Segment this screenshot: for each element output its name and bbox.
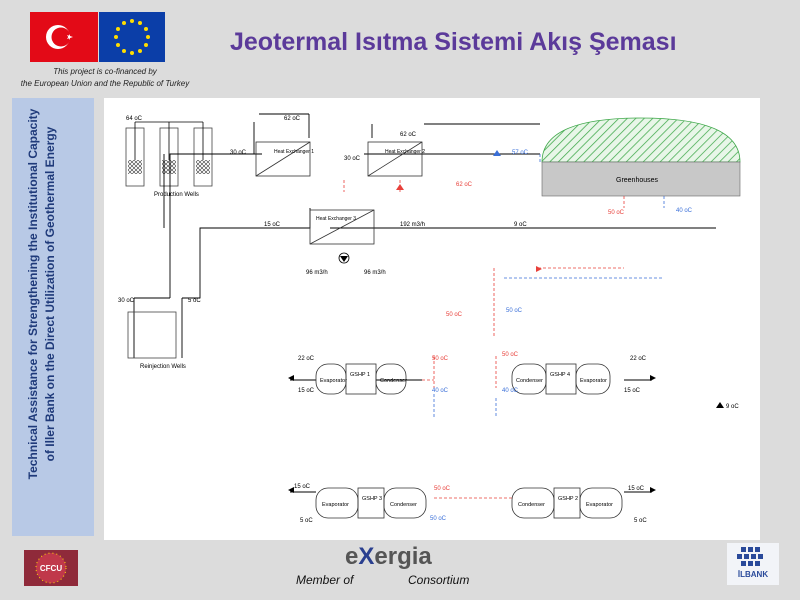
label-57c: 57 oC [512,150,529,156]
reinjection-wells [127,311,177,359]
gshp-1 [315,363,407,395]
label-9c-right: 9 oC [726,404,739,410]
consortium-label: Consortium [408,573,470,587]
ilbank-logo: İLBANK [727,543,779,585]
flow-arrows [288,150,724,493]
label-50c-red: 50 oC [608,210,625,216]
label-hx2: Heat Exchanger 2 [385,149,425,155]
label-evaporator-4: Evaporator [580,378,607,384]
label-evaporator-2: Evaporator [586,502,613,508]
label-hx3: Heat Exchanger 3 [316,216,356,222]
eu-flag-icon [99,12,165,62]
label-flow-96b: 96 m3/h [364,270,386,276]
label-50c-g3b: 50 oC [430,516,447,522]
cofinance-line-1: This project is co-financed by [53,67,157,76]
label-62c-top: 62 oC [284,116,301,122]
exergia-logo: eXergia [345,543,432,571]
label-condenser-2: Condenser [518,502,545,508]
label-50c-red2: 50 oC [446,312,463,318]
page-title: Jeotermal Isıtma Sistemi Akış Şeması [230,28,677,56]
label-5c-bl: 5 oC [300,518,313,524]
label-15c-right: 15 oC [624,388,641,394]
label-15c-left: 15 oC [298,388,315,394]
production-wells [125,121,213,187]
label-gshp1: GSHP 1 [350,372,370,378]
label-9c: 9 oC [514,222,527,228]
heat-exchanger-3 [309,209,375,245]
label-22c-left: 22 oC [298,356,315,362]
label-50c-g3: 50 oC [434,486,451,492]
gshp-3 [315,487,427,519]
flow-diagram: 64 oC Production Wells [104,98,760,540]
pump-icon [338,252,350,264]
brand-rest: ergia [374,543,432,570]
label-30c-mid: 30 oC [344,156,361,162]
label-evaporator-1: Evaporator [320,378,347,384]
cofinance-line-2: the European Union and the Republic of T… [20,79,190,88]
sidebar-text: Technical Assistance for Strengthening t… [25,84,59,504]
heat-exchanger-2 [367,141,423,177]
brand-e: e [345,543,359,570]
cfcu-logo: CFCU [24,550,78,586]
label-15c-bl: 15 oC [294,484,311,490]
label-62c-mid: 62 oC [400,132,417,138]
label-30c-rw: 30 oC [118,298,135,304]
cold-circuit [433,154,665,418]
label-condenser-1: Condenser [380,378,407,384]
label-5c-br: 5 oC [634,518,647,524]
label-production-wells: Production Wells [154,192,199,198]
label-40c: 40 oC [676,208,693,214]
heat-exchanger-1 [255,141,311,177]
label-gshp4: GSHP 4 [550,372,570,378]
label-gshp3: GSHP 3 [362,496,382,502]
label-5c-rw: 5 oC [188,298,201,304]
label-22c-right: 22 oC [630,356,647,362]
label-condenser-4: Condenser [516,378,543,384]
label-condenser-3: Condenser [390,502,417,508]
gshp-2 [511,487,623,519]
gshp-4 [511,363,611,395]
label-15c: 15 oC [264,222,281,228]
label-15c-br: 15 oC [628,486,645,492]
sidebar-line-2: of Iller Bank on the Direct Utilization … [43,126,57,462]
cfcu-text: CFCU [40,564,62,573]
label-reinjection-wells: Reinjection Wells [140,364,186,370]
label-greenhouses: Greenhouses [616,177,659,184]
sidebar-panel [12,98,94,536]
label-flow-192: 192 m3/h [400,222,425,228]
cofinance-note: This project is co-financed by the Europ… [10,66,200,90]
label-40c-g1: 40 oC [432,388,449,394]
greenhouse [541,117,741,197]
label-50c-g1: 50 oC [432,356,449,362]
label-64c: 64 oC [126,116,143,122]
label-flow-96a: 96 m3/h [306,270,328,276]
label-40c-g2: 40 oC [502,388,519,394]
label-gshp2: GSHP 2 [558,496,578,502]
label-hx1: Heat Exchanger 1 [274,149,314,155]
brand-x: X [358,543,375,570]
label-62c-red: 62 oC [456,182,473,188]
label-30c-left: 30 oC [230,150,247,156]
member-of-label: Member of [296,573,354,587]
label-evaporator-3: Evaporator [322,502,349,508]
sidebar-line-1: Technical Assistance for Strengthening t… [26,108,40,480]
label-50c-g2: 50 oC [502,352,519,358]
ilbank-text: İLBANK [738,570,768,579]
flow-diagram-svg: 64 oC Production Wells [118,113,741,524]
label-50c-blue: 50 oC [506,308,523,314]
turkey-flag-icon [30,12,98,62]
